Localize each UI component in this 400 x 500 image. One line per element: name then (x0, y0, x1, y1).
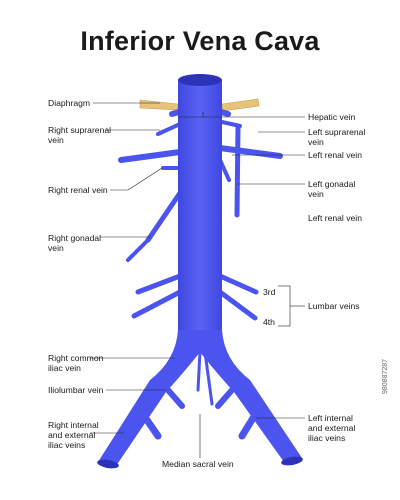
diaphragm-strips (139, 98, 260, 112)
label-diaphragm: Diaphragm (48, 98, 91, 108)
label-left-renal-1: Left renal vein (308, 150, 362, 160)
label-right-common-iliac: Right common iliac vein (48, 353, 104, 373)
label-left-suprarenal: Left suprarenal vein (308, 127, 366, 147)
pelvic-branches (136, 350, 262, 440)
label-left-int-ext-iliac: Left internal and external iliac veins (308, 413, 356, 443)
label-hepatic: Hepatic vein (308, 112, 356, 122)
label-lumbar-4th: 4th (263, 317, 275, 327)
label-right-gonadal: Right gonadal vein (48, 233, 102, 253)
label-iliolumbar: Iliolumbar vein (48, 385, 104, 395)
branch-veins (118, 107, 283, 321)
label-right-renal: Right renal vein (48, 185, 108, 195)
ivc-trunk (97, 74, 303, 469)
label-right-int-ext-iliac: Right internal and external iliac veins (48, 420, 99, 450)
label-median-sacral: Median sacral vein (162, 459, 234, 469)
label-left-gonadal: Left gonadal vein (308, 179, 356, 199)
watermark-id: 980887287 (382, 358, 389, 394)
page-title: Inferior Vena Cava (80, 26, 320, 56)
leader-lines (90, 102, 305, 458)
label-left-renal-2: Left renal vein (308, 213, 362, 223)
label-right-suprarenal: Right suprarenal vein (48, 125, 112, 145)
label-lumbar-3rd: 3rd (263, 287, 276, 297)
label-lumbar-veins: Lumbar veins (308, 301, 360, 311)
